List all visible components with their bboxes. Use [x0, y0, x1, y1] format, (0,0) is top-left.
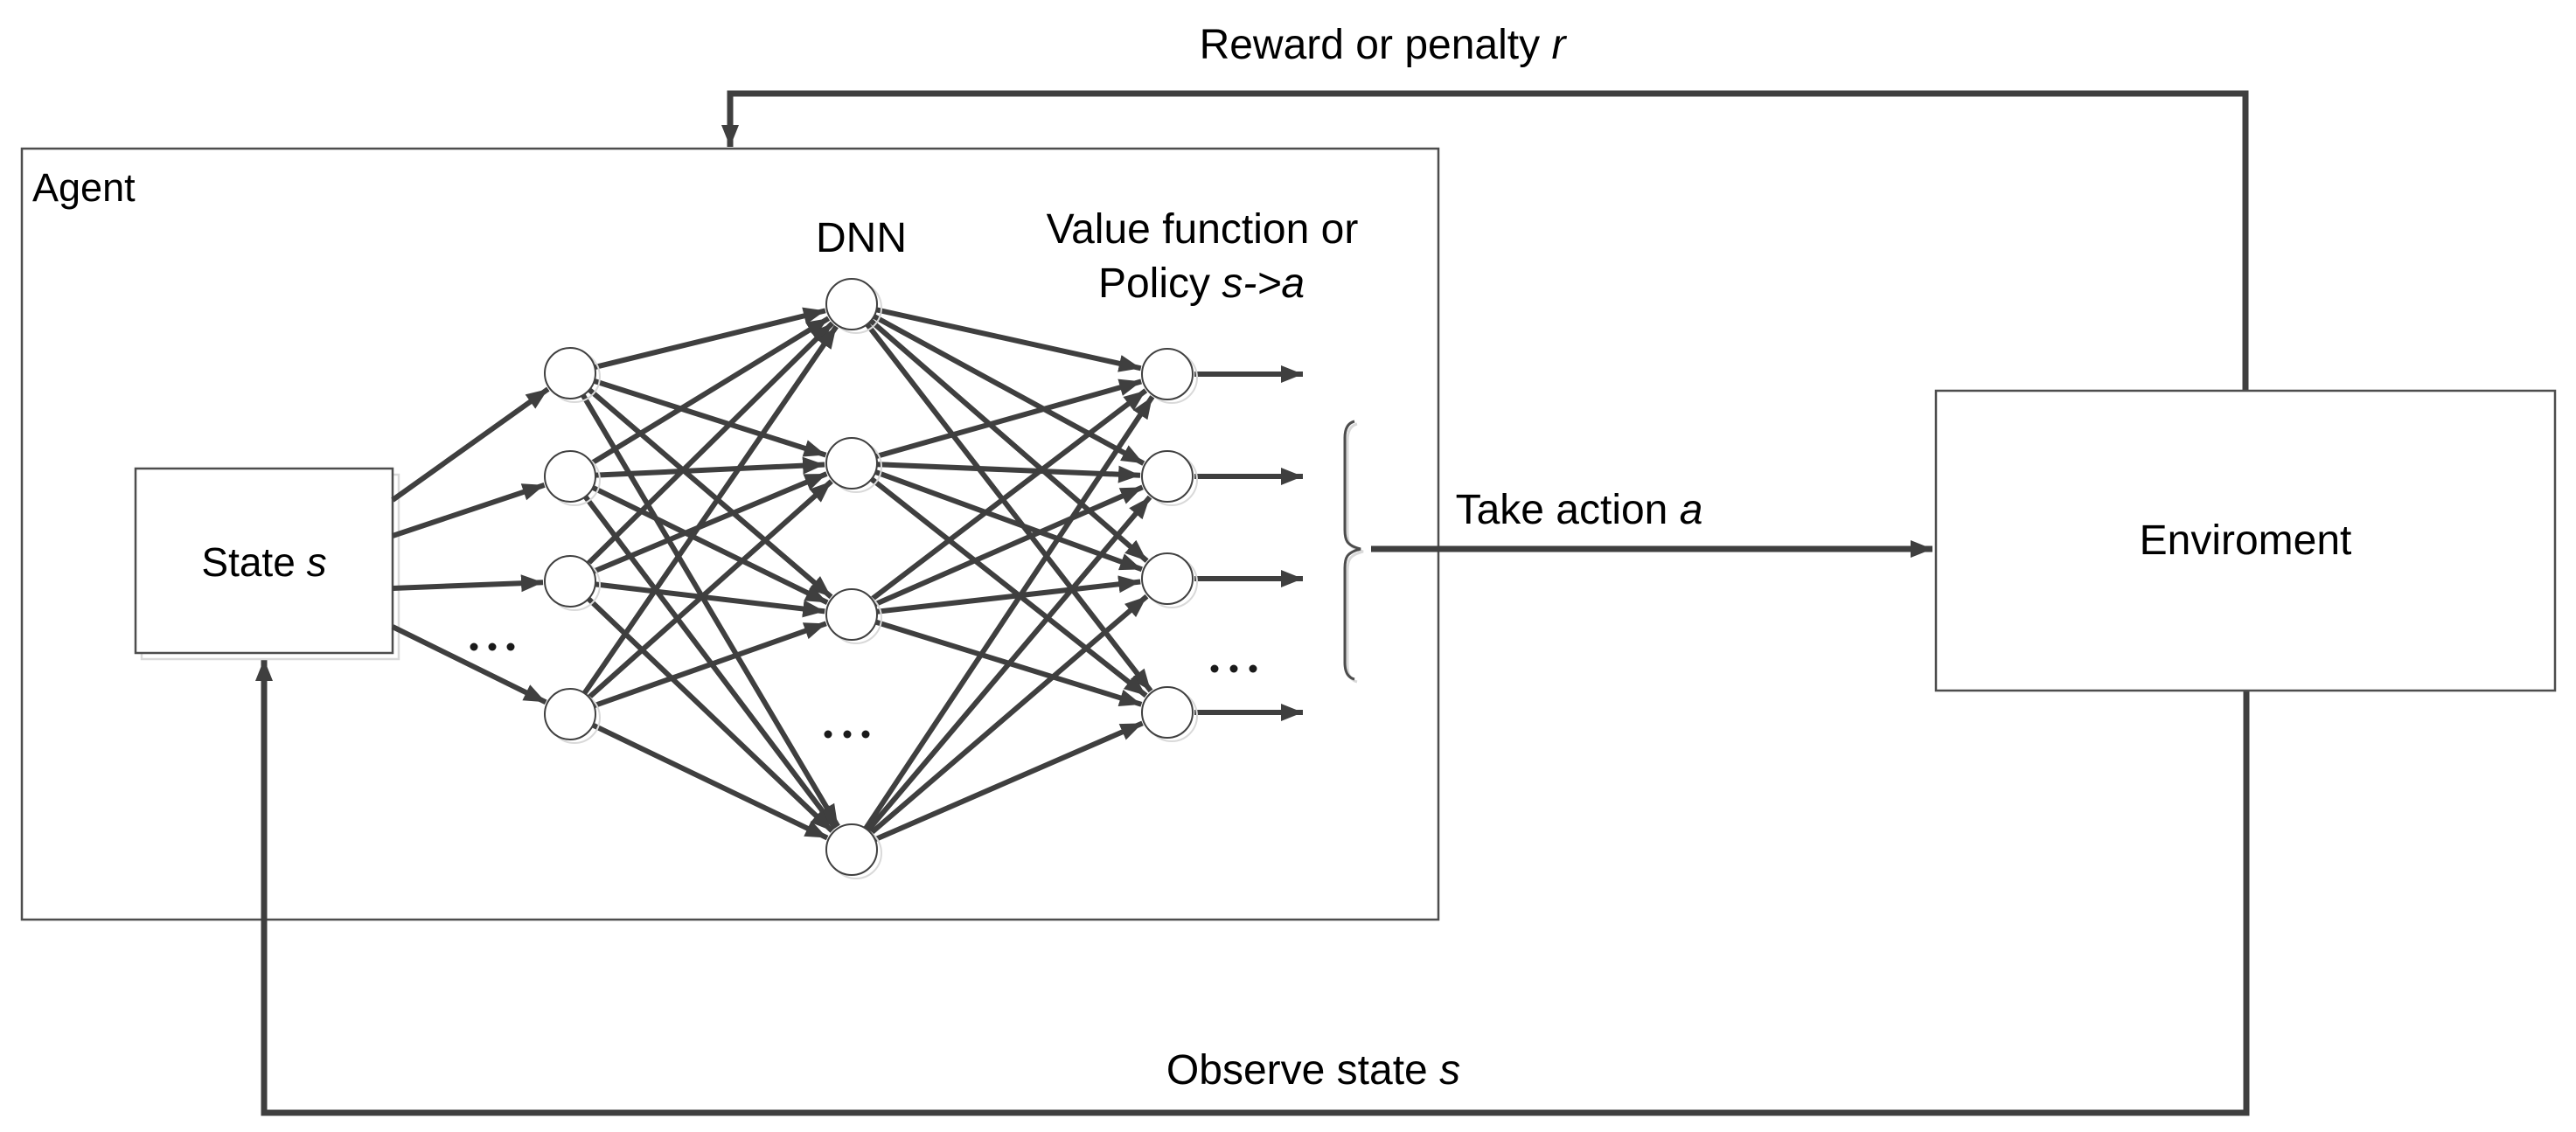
- edge-hidden-layer-to-output-layer: [874, 720, 1144, 843]
- input-layer-node-4: [544, 688, 596, 740]
- input-layer-node-2: [544, 450, 596, 503]
- edge-input-layer-to-hidden-layer: [594, 307, 826, 371]
- value-function-label-line1: Value function or: [1047, 206, 1359, 253]
- output-ellipsis-dot: [1210, 664, 1219, 673]
- output-layer-node-4: [1141, 686, 1194, 739]
- edge-input-layer-to-hidden-layer: [581, 324, 839, 695]
- edge-hidden-layer-to-output-layer: [868, 318, 1149, 563]
- hidden-layer-node-1: [825, 278, 878, 330]
- input-ellipsis-dot: [488, 642, 497, 651]
- input-layer-node-3: [544, 555, 596, 608]
- dnn-label: DNN: [816, 215, 907, 261]
- hidden-layer-node-3: [825, 588, 878, 641]
- edge-hidden-layer-to-output-layer: [866, 495, 1152, 832]
- hidden-ellipsis-dot: [861, 730, 870, 739]
- hidden-ellipsis-dot: [843, 730, 852, 739]
- edge-hidden-layer-to-output-layer: [876, 575, 1141, 615]
- agent-label: Agent: [32, 165, 136, 210]
- value-function-label-line2: Policy s->a: [1098, 260, 1305, 307]
- edge-hidden-layer-to-output-layer: [873, 314, 1145, 466]
- hidden-layer-node-2: [825, 437, 878, 490]
- edge-input-layer-to-hidden-layer: [581, 393, 840, 828]
- state-input-arrow-3: [392, 574, 544, 593]
- input-ellipsis-dot: [470, 642, 478, 651]
- edge-hidden-layer-to-output-layer: [874, 469, 1143, 573]
- reward-loop-line: [721, 90, 2249, 391]
- edge-input-layer-to-hidden-layer: [591, 485, 829, 606]
- observe-loop-line: [255, 659, 2250, 1116]
- edge-hidden-layer-to-output-layer: [874, 484, 1144, 608]
- output-layer-node-3: [1141, 552, 1194, 605]
- edge-hidden-layer-to-output-layer: [875, 378, 1142, 460]
- take-action-label: Take action a: [1456, 487, 1703, 533]
- edge-input-layer-to-hidden-layer: [593, 621, 827, 709]
- output-brace-shadow: [1346, 422, 1364, 684]
- output-brace: [1343, 420, 1361, 681]
- state-box: [134, 467, 394, 655]
- edge-input-layer-to-hidden-layer: [595, 581, 825, 618]
- edge-input-layer-to-hidden-layer: [595, 456, 825, 478]
- output-layer-node-2: [1141, 450, 1194, 503]
- input-ellipsis-dot: [506, 642, 515, 651]
- input-layer-node-1: [544, 347, 596, 399]
- edge-input-layer-to-hidden-layer: [588, 387, 833, 600]
- edge-input-layer-to-hidden-layer: [591, 722, 829, 841]
- edge-hidden-layer-to-output-layer: [865, 323, 1153, 693]
- hidden-layer-node-4: [825, 823, 878, 876]
- observe-state-label: Observe state s: [1166, 1047, 1460, 1094]
- edge-hidden-layer-to-output-layer: [876, 462, 1141, 483]
- state-input-arrow-4: [391, 624, 547, 705]
- hidden-ellipsis-dot: [824, 730, 832, 739]
- state-label: State s: [201, 539, 326, 585]
- edge-input-layer-to-hidden-layer: [592, 471, 828, 574]
- state-input-arrow-1: [391, 386, 550, 503]
- edge-hidden-layer-to-output-layer: [875, 307, 1142, 372]
- edge-hidden-layer-to-output-layer: [869, 594, 1149, 836]
- reward-label: Reward or penalty r: [1200, 22, 1568, 68]
- edge-input-layer-to-hidden-layer: [593, 378, 827, 458]
- edge-input-layer-to-hidden-layer: [587, 479, 833, 699]
- state-input-arrow-2: [392, 483, 546, 538]
- environment-box: [1934, 389, 2557, 692]
- output-ellipsis-dot: [1229, 664, 1238, 673]
- output-layer-node-1: [1141, 348, 1194, 400]
- edge-hidden-layer-to-output-layer: [863, 395, 1155, 830]
- edge-hidden-layer-to-output-layer: [870, 388, 1148, 601]
- edge-input-layer-to-hidden-layer: [586, 596, 834, 833]
- output-ellipsis-dot: [1249, 664, 1257, 673]
- environment-label: Enviroment: [2140, 517, 2352, 564]
- edge-input-layer-to-hidden-layer: [590, 316, 831, 466]
- edge-hidden-layer-to-output-layer: [869, 476, 1148, 698]
- edge-input-layer-to-hidden-layer: [586, 321, 835, 566]
- agent-box: [20, 147, 1440, 921]
